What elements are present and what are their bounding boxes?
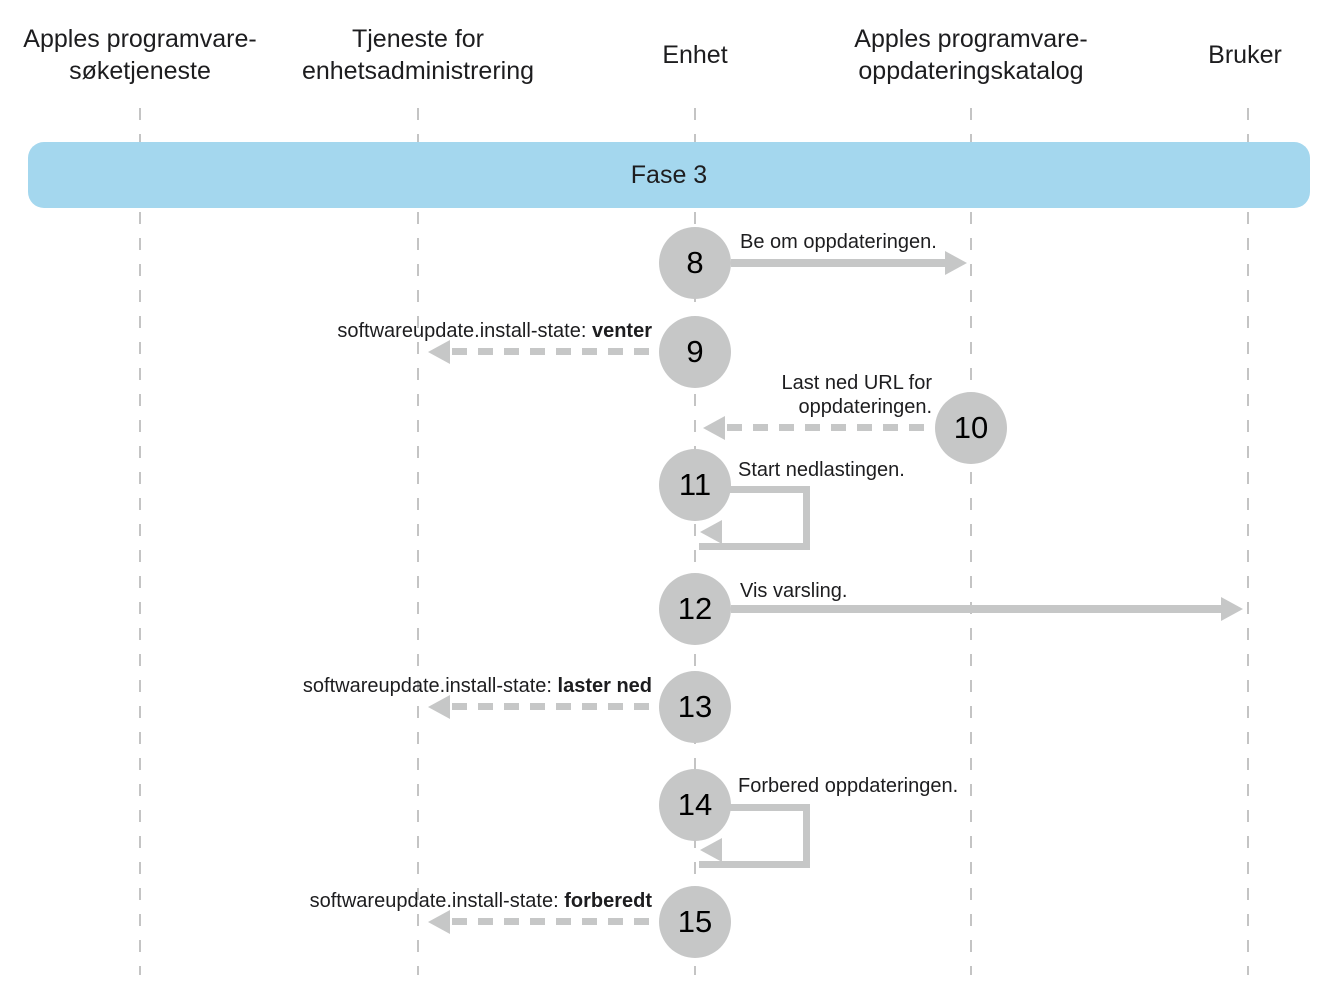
step11-circle: 11 <box>659 449 731 521</box>
step9-arrowhead-icon <box>428 340 450 364</box>
lifeline-lookup-service <box>139 108 141 975</box>
step13-arrowhead-icon <box>428 695 450 719</box>
step12-arrowhead-icon <box>1221 597 1243 621</box>
step15-label: softwareupdate.install-state: forberedt <box>310 889 652 913</box>
phase-banner: Fase 3 <box>28 142 1310 208</box>
step12-arrow-line <box>731 605 1221 613</box>
step15-arrow-line <box>452 918 659 925</box>
step11-arrowhead-icon <box>700 520 722 544</box>
lane-header-device-management-service: Tjeneste for enhetsadministrering <box>301 25 535 85</box>
step14-circle: 14 <box>659 769 731 841</box>
lane-header-device: Enhet <box>662 41 728 69</box>
lifeline-user <box>1247 108 1249 975</box>
step12-circle: 12 <box>659 573 731 645</box>
step11-label: Start nedlastingen. <box>738 459 905 481</box>
step14-arrowhead-icon <box>700 838 722 862</box>
step14-label: Forbered oppdateringen. <box>738 775 959 797</box>
step13-label-state: laster ned <box>557 675 652 697</box>
step13-circle: 13 <box>659 671 731 743</box>
lifeline-update-catalog <box>970 108 972 975</box>
step10-arrowhead-icon <box>703 416 725 440</box>
step8-label: Be om oppdateringen. <box>740 231 937 253</box>
step14-self-loop <box>699 804 810 868</box>
lifeline-device-management-service <box>417 108 419 975</box>
step9-arrow-line <box>452 348 659 355</box>
step12-label: Vis varsling. <box>740 580 848 602</box>
step10-arrow-line <box>727 424 935 431</box>
step15-label-state: forberedt <box>564 890 652 912</box>
step8-arrowhead-icon <box>945 251 967 275</box>
step9-label: softwareupdate.install-state: venter <box>337 319 652 343</box>
step9-label-state: venter <box>591 320 652 342</box>
step13-label: softwareupdate.install-state: laster ned <box>303 674 652 698</box>
step15-label-prefix: softwareupdate.install-state: <box>309 890 565 912</box>
step13-label-prefix: softwareupdate.install-state: <box>302 675 558 697</box>
step9-circle: 9 <box>659 316 731 388</box>
step10-label: Last ned URL for oppdateringen. <box>781 372 932 418</box>
lane-header-user: Bruker <box>1208 41 1282 69</box>
step15-circle: 15 <box>659 886 731 958</box>
step8-arrow-line <box>731 259 945 267</box>
step11-self-loop <box>699 486 810 550</box>
step9-label-prefix: softwareupdate.install-state: <box>337 320 592 342</box>
step10-circle: 10 <box>935 392 1007 464</box>
step15-arrowhead-icon <box>428 910 450 934</box>
step8-circle: 8 <box>659 227 731 299</box>
lane-header-lookup-service: Apples programvare-søketjeneste <box>23 25 257 85</box>
lane-header-update-catalog: Apples programvare-oppdateringskatalog <box>854 25 1088 85</box>
lifeline-device <box>694 108 696 975</box>
step13-arrow-line <box>452 703 659 710</box>
